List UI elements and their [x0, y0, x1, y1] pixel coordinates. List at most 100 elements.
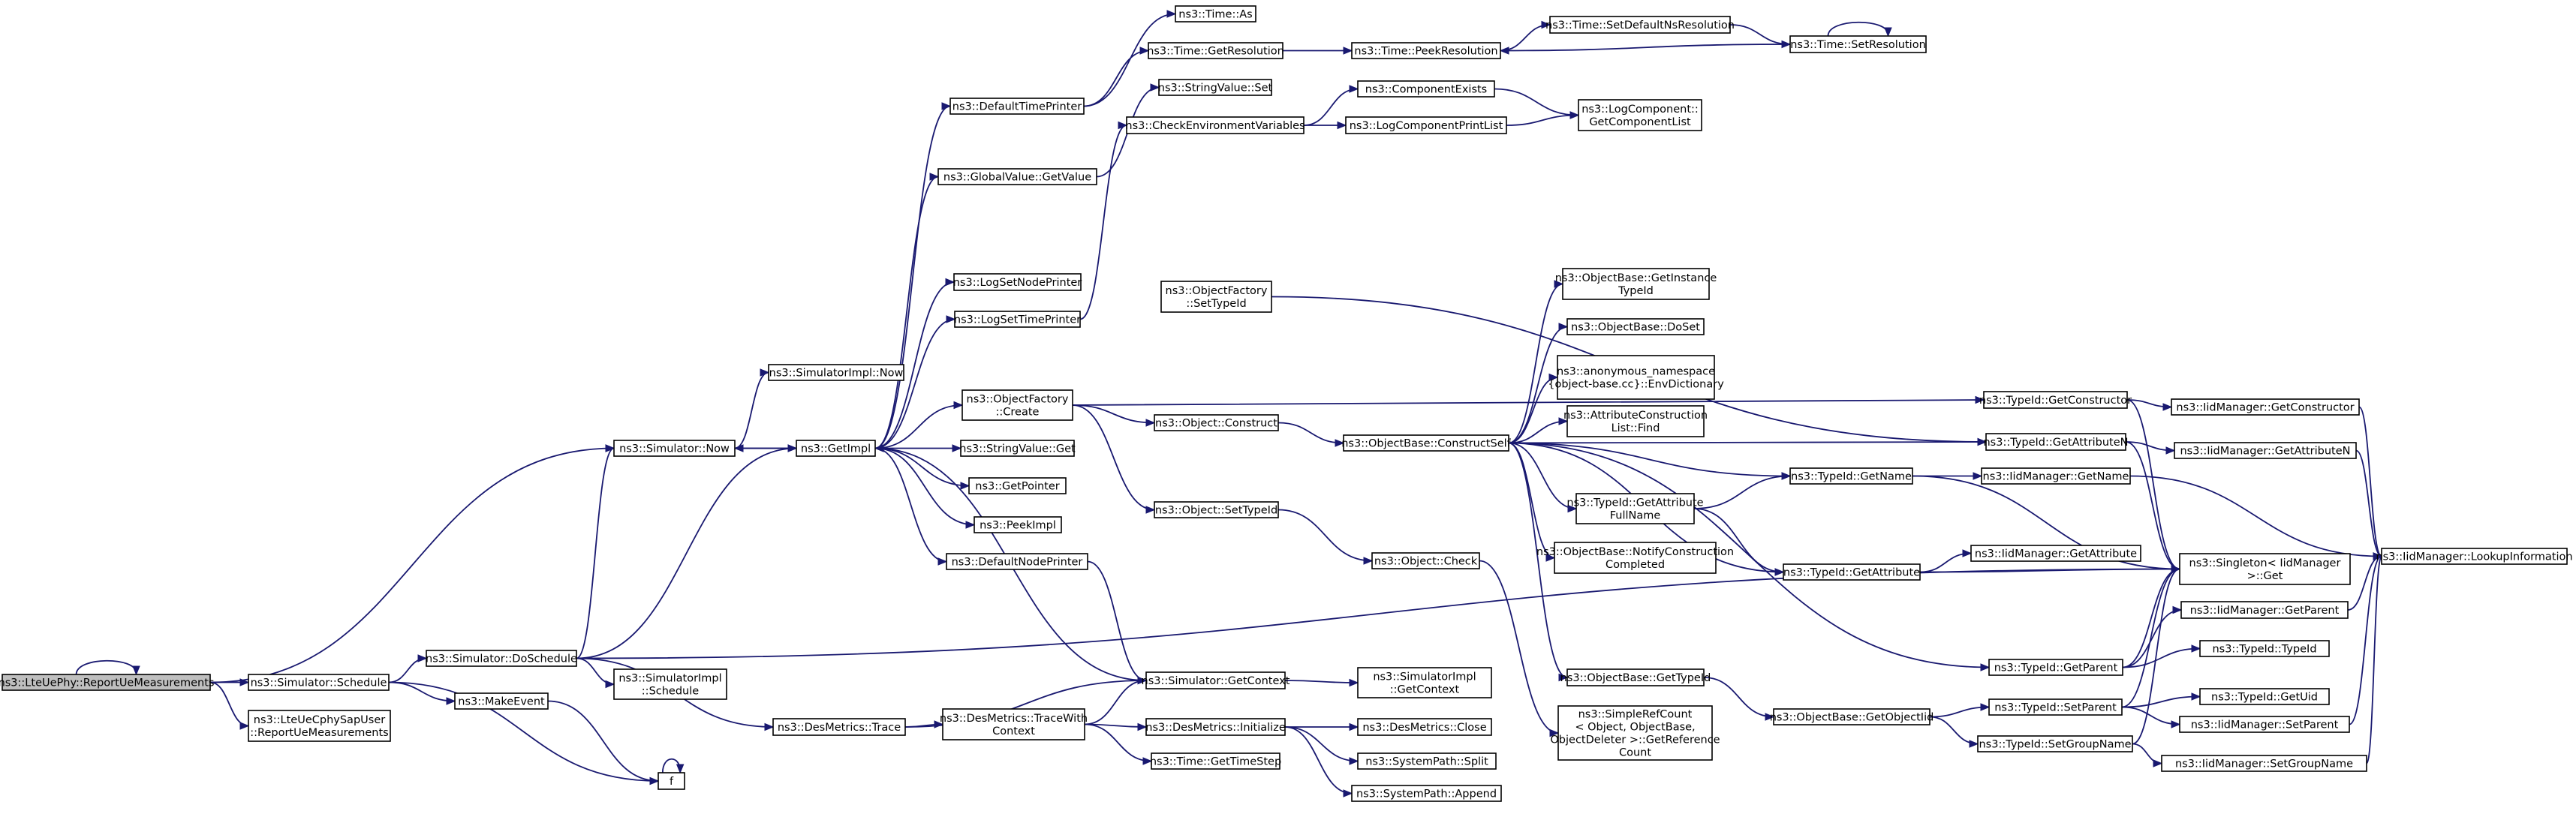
edge-setres-to-peekres [1499, 44, 1791, 55]
node-tidsetgroup[interactable]: ns3::TypeId::SetGroupName [1977, 735, 2133, 752]
node-setres[interactable]: ns3::Time::SetResolution [1789, 35, 1927, 53]
node-deftimeprinter[interactable]: ns3::DefaultTimePrinter [949, 98, 1085, 115]
node-getobjtid[interactable]: ns3::ObjectBase::GetObjectIid [1770, 708, 1934, 725]
node-append[interactable]: ns3::SystemPath::Append [1351, 785, 1502, 802]
node-peekimpl[interactable]: ns3::PeekImpl [974, 516, 1062, 533]
node-label: ns3::StringValue::Set [1158, 83, 1273, 95]
node-label: ns3::Time::SetDefaultNsResolution [1545, 20, 1735, 32]
node-logsettime[interactable]: ns3::LogSetTimePrinter [954, 311, 1081, 328]
node-defnodeprinter[interactable]: ns3::DefaultNodePrinter [946, 553, 1088, 570]
node-objcheck[interactable]: ns3::Object::Check [1371, 552, 1480, 569]
node-iidgetparent[interactable]: ns3::IidManager::GetParent [2180, 601, 2349, 619]
node-dosched[interactable]: ns3::Simulator::DoSchedule [426, 650, 577, 667]
node-objfactsettid[interactable]: ns3::ObjectFactory::SetTypeId [1160, 281, 1272, 313]
node-doset[interactable]: ns3::ObjectBase::DoSet [1566, 318, 1705, 335]
node-label: ns3::GetPointer [975, 481, 1060, 493]
node-constructself[interactable]: ns3::ObjectBase::ConstructSelf [1341, 434, 1512, 452]
node-objconstruct[interactable]: ns3::Object::Construct [1154, 414, 1279, 431]
node-logcompprint[interactable]: ns3::LogComponentPrintList [1345, 116, 1507, 134]
node-iidgetctor[interactable]: ns3::IidManager::GetConstructor [2171, 398, 2360, 416]
node-strvalset[interactable]: ns3::StringValue::Set [1158, 79, 1273, 96]
node-label: ns3::GlobalValue::GetValue [943, 172, 1091, 184]
node-tidtypeid[interactable]: ns3::TypeId::TypeId [2199, 640, 2330, 657]
node-setdefns[interactable]: ns3::Time::SetDefaultNsResolution [1545, 16, 1735, 34]
edge-getattrfull-to-tidgetname [1693, 472, 1792, 509]
node-label: ns3::ObjectFactory [1166, 285, 1268, 297]
edge-getimpl-to-defnodeprinter [874, 447, 948, 566]
node-makeevent[interactable]: ns3::MakeEvent [454, 692, 549, 710]
node-lteuecphy[interactable]: ns3::LteUeCphySapUser::ReportUeMeasureme… [248, 710, 391, 742]
node-peekres[interactable]: ns3::Time::PeekResolution [1351, 42, 1501, 59]
node-label: ns3::GetImpl [801, 443, 871, 455]
edge-tidgetparent-to-singleton [2122, 565, 2181, 668]
node-iidgetname[interactable]: ns3::IidManager::GetName [1981, 467, 2131, 485]
node-getcomplist[interactable]: ns3::LogComponent::GetComponentList [1578, 99, 1702, 131]
node-compexists[interactable]: ns3::ComponentExists [1357, 80, 1495, 98]
node-strvalget[interactable]: ns3::StringValue::Get [959, 440, 1076, 457]
edges-layer [75, 10, 2383, 797]
edge-sched-to-makeevent [388, 681, 456, 705]
node-refcount[interactable]: ns3::SimpleRefCount< Object, ObjectBase,… [1550, 705, 1720, 761]
edge-constructself-to-tidgetattrn [1508, 437, 1988, 446]
node-gettimestep[interactable]: ns3::Time::GetTimeStep [1150, 752, 1281, 770]
node-tidsetparent[interactable]: ns3::TypeId::SetParent [1988, 698, 2123, 716]
node-tidgetattr[interactable]: ns3::TypeId::GetAttribute [1783, 563, 1921, 581]
node-label: ns3::IidManager::SetParent [2191, 719, 2339, 731]
edge-tidgetattrn-to-iidgetattrn [2125, 441, 2176, 455]
node-singleton[interactable]: ns3::Singleton< IidManager>::Get [2179, 553, 2351, 585]
node-objfactcreate[interactable]: ns3::ObjectFactory::Create [961, 389, 1073, 421]
node-timeas[interactable]: ns3::Time::As [1175, 5, 1256, 23]
node-label: ::Schedule [642, 686, 699, 698]
node-envdict[interactable]: ns3::anonymous_namespace{object-base.cc}… [1548, 355, 1724, 400]
node-obgettid[interactable]: ns3::ObjectBase::GetTypeId [1560, 668, 1711, 686]
node-label: ns3::SimulatorImpl [618, 673, 721, 685]
node-objsettid[interactable]: ns3::Object::SetTypeId [1154, 501, 1279, 518]
node-getres[interactable]: ns3::Time::GetResolution [1147, 42, 1284, 59]
edge-tidsetgroup-to-singleton [2132, 565, 2181, 745]
node-label: ::GetContext [1390, 684, 1460, 696]
node-tidgetctor[interactable]: ns3::TypeId::GetConstructor [1979, 391, 2132, 409]
node-label: Count [1619, 747, 1651, 759]
node-getpointer[interactable]: ns3::GetPointer [968, 477, 1067, 494]
node-tidgetattrn[interactable]: ns3::TypeId::GetAttributeN [1983, 433, 2129, 451]
node-tidgetuid[interactable]: ns3::TypeId::GetUid [2199, 688, 2330, 705]
node-desclose[interactable]: ns3::DesMetrics::Close [1357, 718, 1492, 736]
edge-constructself-to-getinsttid [1508, 280, 1564, 444]
node-label: ns3::LogComponent:: [1581, 104, 1699, 116]
edge-defnodeprinter-to-getcontext [1087, 560, 1148, 685]
node-logsetnode[interactable]: ns3::LogSetNodePrinter [953, 273, 1082, 291]
node-iidgetattrn[interactable]: ns3::IidManager::GetAttributeN [2174, 442, 2357, 459]
edge-objfactcreate-to-objconstruct [1072, 404, 1156, 427]
node-f[interactable]: f [658, 772, 685, 790]
node-iidgetattr[interactable]: ns3::IidManager::GetAttribute [1970, 545, 2141, 562]
node-report[interactable]: ns3::LteUePhy::ReportUeMeasurements [0, 674, 214, 691]
node-label: ns3::DefaultNodePrinter [952, 557, 1083, 569]
node-now[interactable]: ns3::Simulator::Now [613, 440, 736, 457]
node-iidsetparent[interactable]: ns3::IidManager::SetParent [2179, 716, 2350, 733]
node-lookupinfo[interactable]: ns3::IidManager::LookupInformation [2376, 548, 2573, 565]
node-tidgetparent[interactable]: ns3::TypeId::GetParent [1988, 659, 2123, 676]
node-desinit[interactable]: ns3::DesMetrics::Initialize [1145, 718, 1286, 736]
node-checkenv[interactable]: ns3::CheckEnvironmentVariables [1125, 116, 1305, 134]
node-simimplsched[interactable]: ns3::SimulatorImpl::Schedule [613, 668, 727, 700]
node-label: ns3::Object::Construct [1155, 418, 1277, 430]
node-getimpl[interactable]: ns3::GetImpl [796, 440, 876, 457]
node-notifyconstr[interactable]: ns3::ObjectBase::NotifyConstructionCompl… [1536, 542, 1734, 574]
node-label: ns3::DesMetrics::TraceWith [940, 713, 1088, 725]
node-label: ns3::PeekImpl [980, 520, 1056, 532]
node-tidgetname[interactable]: ns3::TypeId::GetName [1789, 467, 1913, 485]
node-simimplgetctx[interactable]: ns3::SimulatorImpl::GetContext [1357, 667, 1492, 698]
edge-dosched-to-singleton [576, 565, 2181, 659]
node-destrace[interactable]: ns3::DesMetrics::Trace [772, 718, 906, 736]
node-getcontext[interactable]: ns3::Simulator::GetContext [1142, 671, 1290, 689]
node-iidsetgroup[interactable]: ns3::IidManager::SetGroupName [2161, 755, 2367, 772]
node-gvgetvalue[interactable]: ns3::GlobalValue::GetValue [937, 168, 1097, 185]
edge-objcheck-to-refcount [1479, 560, 1560, 737]
node-simimplnow[interactable]: ns3::SimulatorImpl::Now [768, 364, 904, 381]
node-sched[interactable]: ns3::Simulator::Schedule [248, 674, 390, 691]
node-split[interactable]: ns3::SystemPath::Split [1357, 752, 1497, 770]
